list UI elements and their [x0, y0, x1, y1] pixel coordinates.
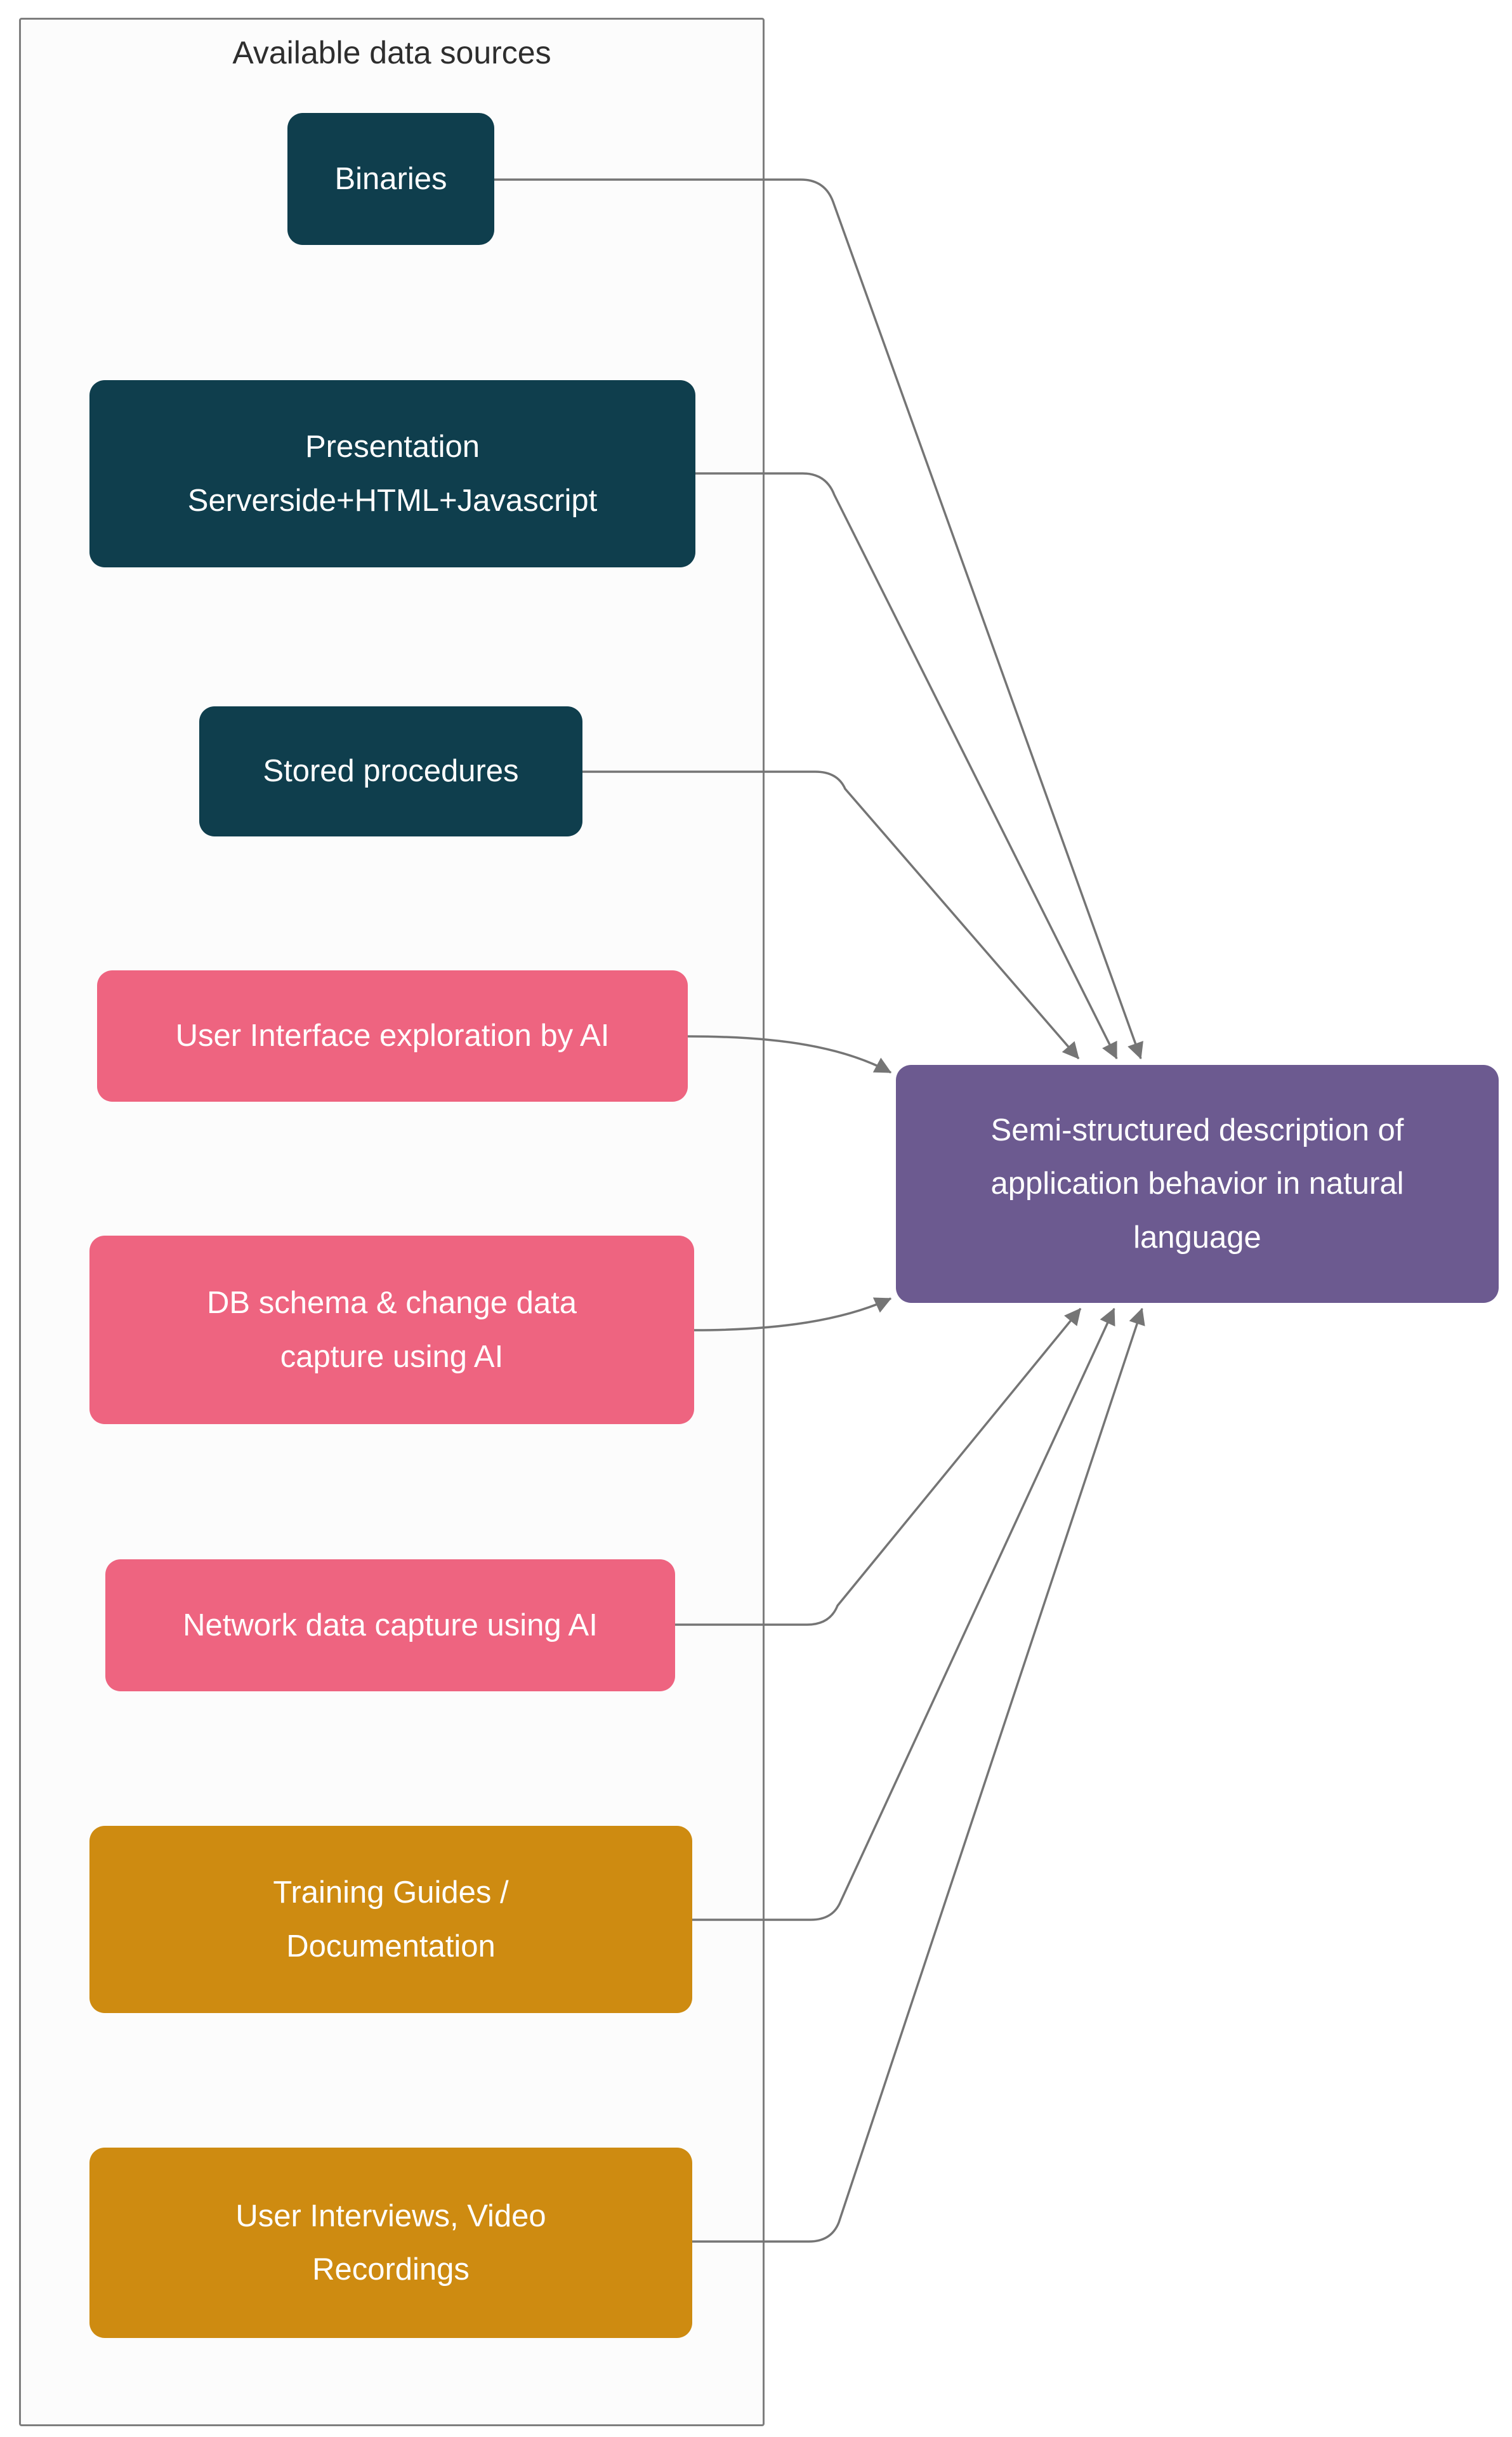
node-label: User Interface exploration by AI [175, 1019, 610, 1053]
group-title: Available data sources [232, 35, 551, 70]
node-binaries: Binaries [287, 113, 494, 245]
node-db-schema-cdc-ai: DB schema & change data capture using AI [89, 1236, 694, 1424]
node-user-interviews-recordings: User Interviews, Video Recordings [89, 2148, 692, 2338]
node-label: User Interviews, Video Recordings [235, 2198, 546, 2287]
node-presentation-serverside: Presentation Serverside+HTML+Javascript [89, 380, 695, 567]
node-label: Presentation Serverside+HTML+Javascript [187, 430, 598, 518]
node-label: Binaries [334, 161, 447, 196]
available-data-sources-group: Available data sources [19, 18, 765, 2426]
node-label: DB schema & change data capture using AI [207, 1286, 577, 1374]
node-ui-exploration-ai: User Interface exploration by AI [97, 970, 688, 1102]
node-label: Semi-structured description of applicati… [990, 1113, 1404, 1255]
node-label: Network data capture using AI [183, 1608, 598, 1642]
node-stored-procedures: Stored procedures [199, 706, 582, 836]
node-label: Stored procedures [263, 754, 519, 789]
node-label: Training Guides / Documentation [273, 1875, 509, 1964]
node-training-guides-docs: Training Guides / Documentation [89, 1826, 692, 2013]
node-network-capture-ai: Network data capture using AI [105, 1559, 675, 1691]
node-semi-structured-description: Semi-structured description of applicati… [896, 1065, 1499, 1303]
